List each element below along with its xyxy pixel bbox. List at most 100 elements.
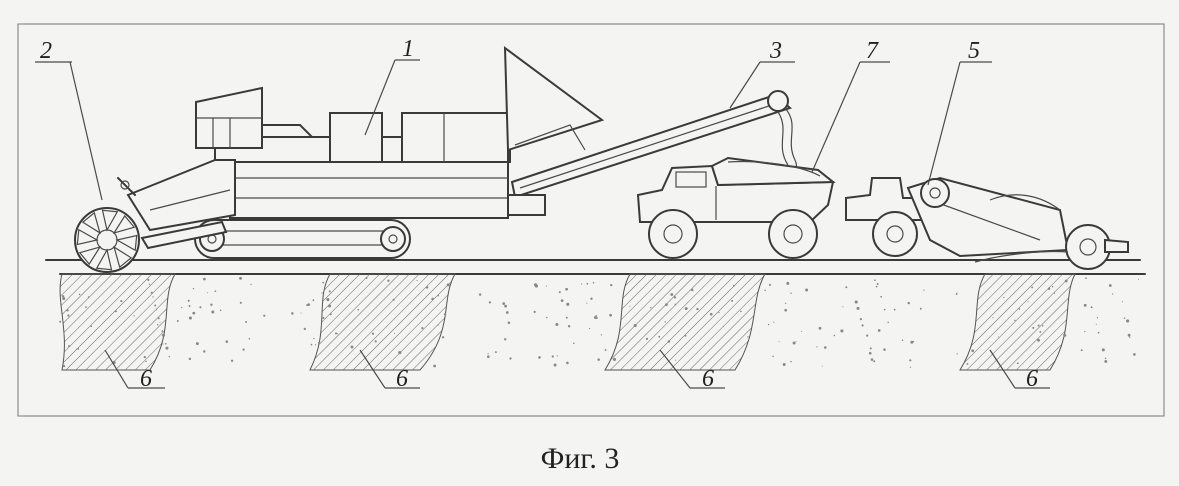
soil-speckle xyxy=(489,301,491,303)
soil-speckle xyxy=(250,284,251,285)
soil-speckle xyxy=(674,304,675,305)
soil-speckle xyxy=(590,298,592,300)
soil-speckle xyxy=(593,282,595,284)
soil-speckle xyxy=(1052,286,1053,287)
soil-speckle xyxy=(199,306,201,308)
soil-speckle xyxy=(159,322,160,323)
soil-speckle xyxy=(816,346,817,347)
soil-speckle xyxy=(876,286,878,288)
soil-speckle xyxy=(509,357,511,359)
soil-speckle xyxy=(783,363,786,366)
soil-speckle xyxy=(351,346,354,349)
soil-speckle xyxy=(68,345,70,347)
soil-speckle xyxy=(115,310,117,312)
label-soil-4: 6 xyxy=(1026,366,1038,392)
soil-speckle xyxy=(605,349,607,351)
soil-speckle xyxy=(869,352,872,355)
soil-speckle xyxy=(923,289,924,290)
soil-speckle xyxy=(133,315,134,316)
soil-speckle xyxy=(207,292,208,293)
soil-speckle xyxy=(301,313,302,314)
machine-body xyxy=(118,48,602,258)
soil-speckle xyxy=(909,359,911,361)
soil-speckle xyxy=(437,324,439,326)
soil-speckle xyxy=(231,360,233,362)
soil-zone-1 xyxy=(60,274,175,370)
soil-speckle xyxy=(335,332,337,334)
soil-speckle xyxy=(196,342,199,345)
soil-speckle xyxy=(819,327,822,330)
soil-speckle xyxy=(534,283,537,286)
soil-speckle xyxy=(306,304,308,306)
soil-speckle xyxy=(152,296,153,297)
soil-speckle xyxy=(189,316,192,319)
soil-speckle xyxy=(315,344,316,345)
soil-speckle xyxy=(805,289,808,292)
soil-speckle xyxy=(1081,349,1083,351)
soil-speckle xyxy=(318,342,320,344)
soil-speckle xyxy=(245,321,247,323)
soil-speckle xyxy=(1098,332,1100,334)
soil-speckle xyxy=(873,360,875,362)
soil-speckle xyxy=(337,333,338,334)
soil-speckle xyxy=(902,340,903,341)
soil-speckle xyxy=(870,347,872,349)
soil-speckle xyxy=(883,348,886,351)
soil-speckle xyxy=(488,353,489,354)
soil-speckle xyxy=(366,277,368,279)
soil-speckle xyxy=(1133,353,1136,356)
soil-speckle xyxy=(88,296,90,298)
soil-speckle xyxy=(1039,331,1041,333)
soil-speckle xyxy=(249,338,251,340)
soil-speckle xyxy=(211,310,214,313)
soil-speckle xyxy=(479,293,481,295)
soil-speckle xyxy=(971,349,974,352)
label-scraper: 5 xyxy=(968,38,980,64)
soil-speckle xyxy=(790,292,791,293)
soil-speckle xyxy=(1054,292,1055,293)
soil-speckle xyxy=(1126,319,1129,322)
soil-speckle xyxy=(534,311,536,313)
soil-speckle xyxy=(998,336,999,337)
soil-speckle xyxy=(326,298,329,301)
soil-speckle xyxy=(487,355,490,358)
soil-speckle xyxy=(77,348,79,350)
soil-speckle xyxy=(610,284,612,286)
soil-speckle xyxy=(1084,304,1087,307)
soil-speckle xyxy=(696,308,698,310)
soil-speckle xyxy=(1102,348,1105,351)
soil-speckle xyxy=(675,360,676,361)
soil-speckle xyxy=(866,334,868,336)
soil-zone-4 xyxy=(960,274,1075,370)
soil-speckle xyxy=(685,335,687,337)
soil-speckle xyxy=(1105,358,1107,360)
soil-speckle xyxy=(1128,334,1131,337)
soil-speckle xyxy=(313,338,314,339)
scraper xyxy=(846,178,1128,269)
soil-speckle xyxy=(871,358,874,361)
soil-speckle xyxy=(650,307,651,308)
soil-speckle xyxy=(552,355,554,357)
soil-speckle xyxy=(665,303,668,306)
soil-speckle xyxy=(723,326,724,327)
soil-speckle xyxy=(193,288,194,289)
soil-speckle xyxy=(538,356,541,359)
soil-speckle xyxy=(581,283,582,284)
soil-speckle xyxy=(609,314,612,317)
soil-speckle xyxy=(597,358,600,361)
soil-speckle xyxy=(1048,287,1051,290)
dump-truck xyxy=(638,158,833,258)
soil-speckle xyxy=(784,309,787,312)
soil-speckle xyxy=(210,303,212,305)
soil-speckle xyxy=(840,329,843,332)
label-cutter: 2 xyxy=(40,38,52,64)
soil-speckle xyxy=(1038,325,1040,327)
soil-speckle xyxy=(747,336,748,337)
soil-speckle xyxy=(263,315,265,317)
soil-speckle xyxy=(967,363,969,365)
soil-speckle xyxy=(878,329,881,332)
soil-speckle xyxy=(1129,337,1130,338)
soil-speckle xyxy=(149,284,150,285)
soil-speckle xyxy=(546,317,548,319)
